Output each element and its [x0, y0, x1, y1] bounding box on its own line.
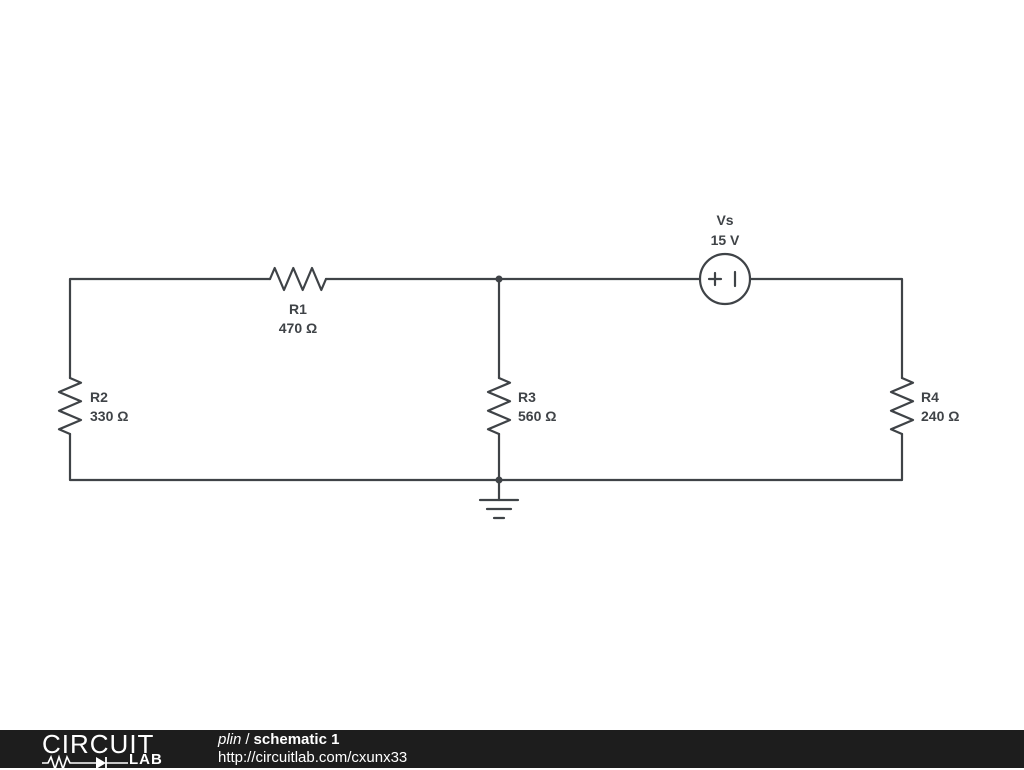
- footer-info: plin/schematic 1 http://circuitlab.com/c…: [218, 731, 407, 767]
- r3-value-label: 560 Ω: [518, 408, 556, 424]
- schematic-title-line: plin/schematic 1: [218, 731, 407, 749]
- r4-value-label: 240 Ω: [921, 408, 959, 424]
- vs-name-label: Vs: [716, 212, 733, 228]
- logo-circuit-text: CIRCUIT: [42, 729, 155, 759]
- author-link[interactable]: plin: [218, 731, 242, 748]
- wire-top-right: [748, 277, 904, 380]
- ground-icon: [478, 498, 520, 520]
- logo-resistor-diode-icon: [42, 754, 128, 770]
- r2-value-label: 330 Ω: [90, 408, 128, 424]
- schematic-title[interactable]: schematic 1: [253, 731, 340, 748]
- r1-name-label: R1: [289, 301, 307, 317]
- resistor-r4[interactable]: [889, 376, 915, 436]
- r3-name-label: R3: [518, 389, 536, 405]
- resistor-r3[interactable]: [486, 376, 512, 436]
- junction-dot-top: [495, 275, 503, 283]
- r1-value-label: 470 Ω: [279, 320, 317, 336]
- r2-name-label: R2: [90, 389, 108, 405]
- circuit-schematic: R1 470 Ω R2 330 Ω R3 560 Ω R4 240 Ω Vs 1…: [57, 212, 959, 520]
- schematic-url[interactable]: http://circuitlab.com/cxunx33: [218, 749, 408, 766]
- wire-bottom: [68, 432, 904, 482]
- junction-dot-bottom: [495, 476, 503, 484]
- wire-top-left: [68, 277, 272, 380]
- r4-name-label: R4: [921, 389, 939, 405]
- footer-bar: CIRCUIT LAB plin/schematic 1 http://circ…: [0, 729, 1024, 770]
- resistor-r1[interactable]: [268, 266, 328, 292]
- title-separator: /: [245, 731, 250, 748]
- vs-value-label: 15 V: [711, 232, 740, 248]
- circuitlab-logo[interactable]: CIRCUIT LAB: [42, 729, 182, 770]
- voltage-source-vs[interactable]: [698, 252, 752, 306]
- resistor-r2[interactable]: [57, 376, 83, 436]
- logo-lab-text: LAB: [129, 751, 163, 768]
